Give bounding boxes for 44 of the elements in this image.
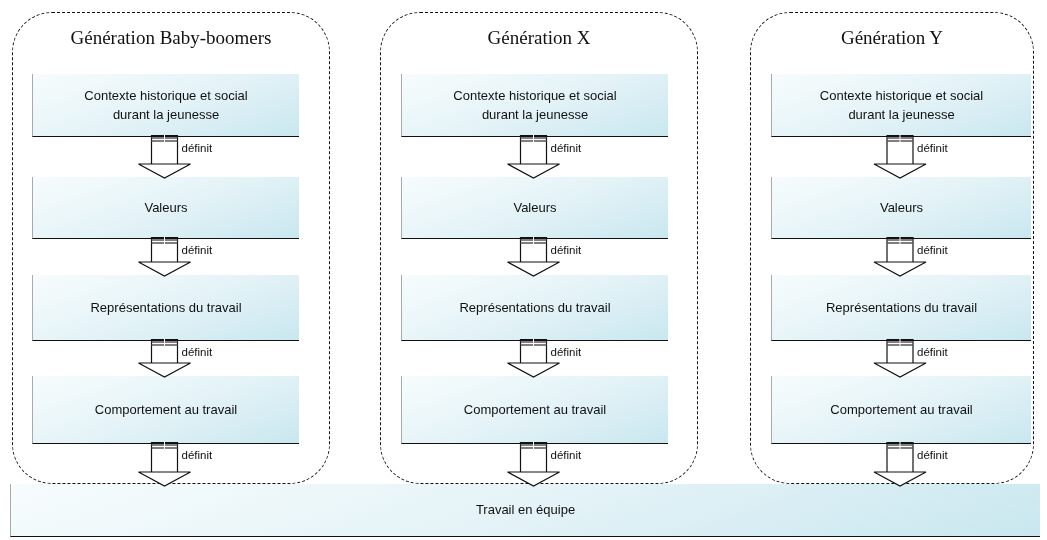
box-text: Représentations du travail — [458, 298, 612, 317]
generation-panel — [12, 12, 330, 484]
box-text: Valeurs — [143, 198, 189, 217]
box-text: Travail en équipe — [474, 501, 577, 520]
process-box — [32, 275, 299, 341]
box-text: Valeurs — [512, 198, 558, 217]
edge-label: définit — [181, 143, 213, 155]
edge-label: définit — [181, 347, 213, 359]
process-box — [10, 484, 1040, 537]
box-text: Comportement au travail — [829, 400, 974, 419]
box-text: Représentations du travail — [825, 298, 978, 317]
edge-label: définit — [181, 245, 213, 257]
box-text: Valeurs — [878, 198, 925, 217]
edge-label: définit — [550, 143, 582, 155]
edge-label: définit — [550, 245, 582, 257]
generation-panel — [750, 12, 1034, 484]
process-box — [32, 74, 299, 137]
process-box — [401, 177, 668, 239]
process-box — [401, 275, 668, 341]
edge-label: définit — [917, 143, 948, 155]
box-text: Comportement au travail — [462, 400, 608, 419]
box-text: Comportement au travail — [93, 400, 239, 419]
box-text: Représentations du travail — [89, 298, 243, 317]
edge-label: définit — [917, 450, 948, 462]
box-text: Contexte historique et social durant la jeunesse — [452, 86, 618, 124]
process-box — [401, 74, 668, 137]
process-box — [32, 177, 299, 239]
process-box — [771, 177, 1031, 239]
process-box — [32, 376, 299, 444]
box-text: Contexte historique et social durant la jeunesse — [83, 86, 249, 124]
edge-label: définit — [181, 450, 213, 462]
panel-heading: Génération X — [486, 27, 592, 49]
edge-label: définit — [550, 347, 582, 359]
process-box — [401, 376, 668, 444]
edge-label: définit — [917, 245, 948, 257]
generation-panel — [380, 12, 698, 484]
edge-label: définit — [917, 347, 948, 359]
panel-heading: Génération Baby-boomers — [69, 27, 273, 49]
process-box — [771, 376, 1031, 444]
process-box — [771, 275, 1031, 341]
edge-label: définit — [550, 450, 582, 462]
box-text: Contexte historique et social durant la jeunesse — [818, 86, 985, 124]
panel-heading: Génération Y — [839, 27, 945, 49]
process-box — [771, 74, 1031, 137]
